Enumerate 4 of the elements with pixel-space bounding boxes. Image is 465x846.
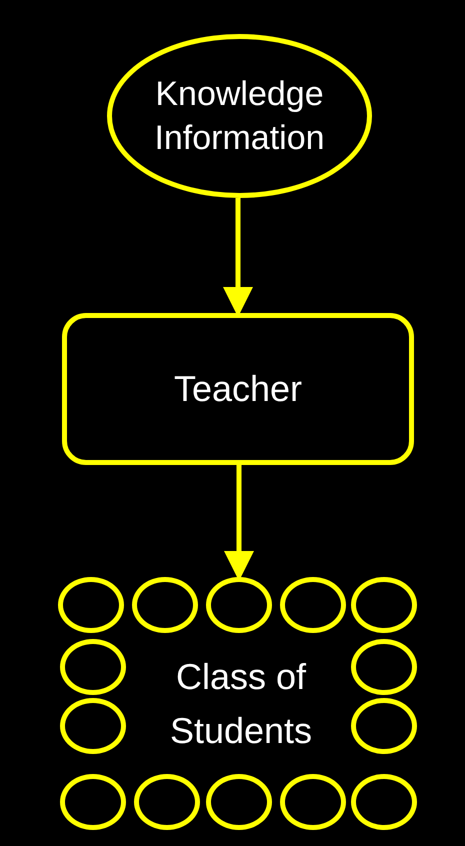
group-label: Class of Students [168,655,314,753]
node-text: Knowledge Information [153,74,326,159]
node-text: Teacher [174,366,302,411]
teacher-box [62,313,414,465]
